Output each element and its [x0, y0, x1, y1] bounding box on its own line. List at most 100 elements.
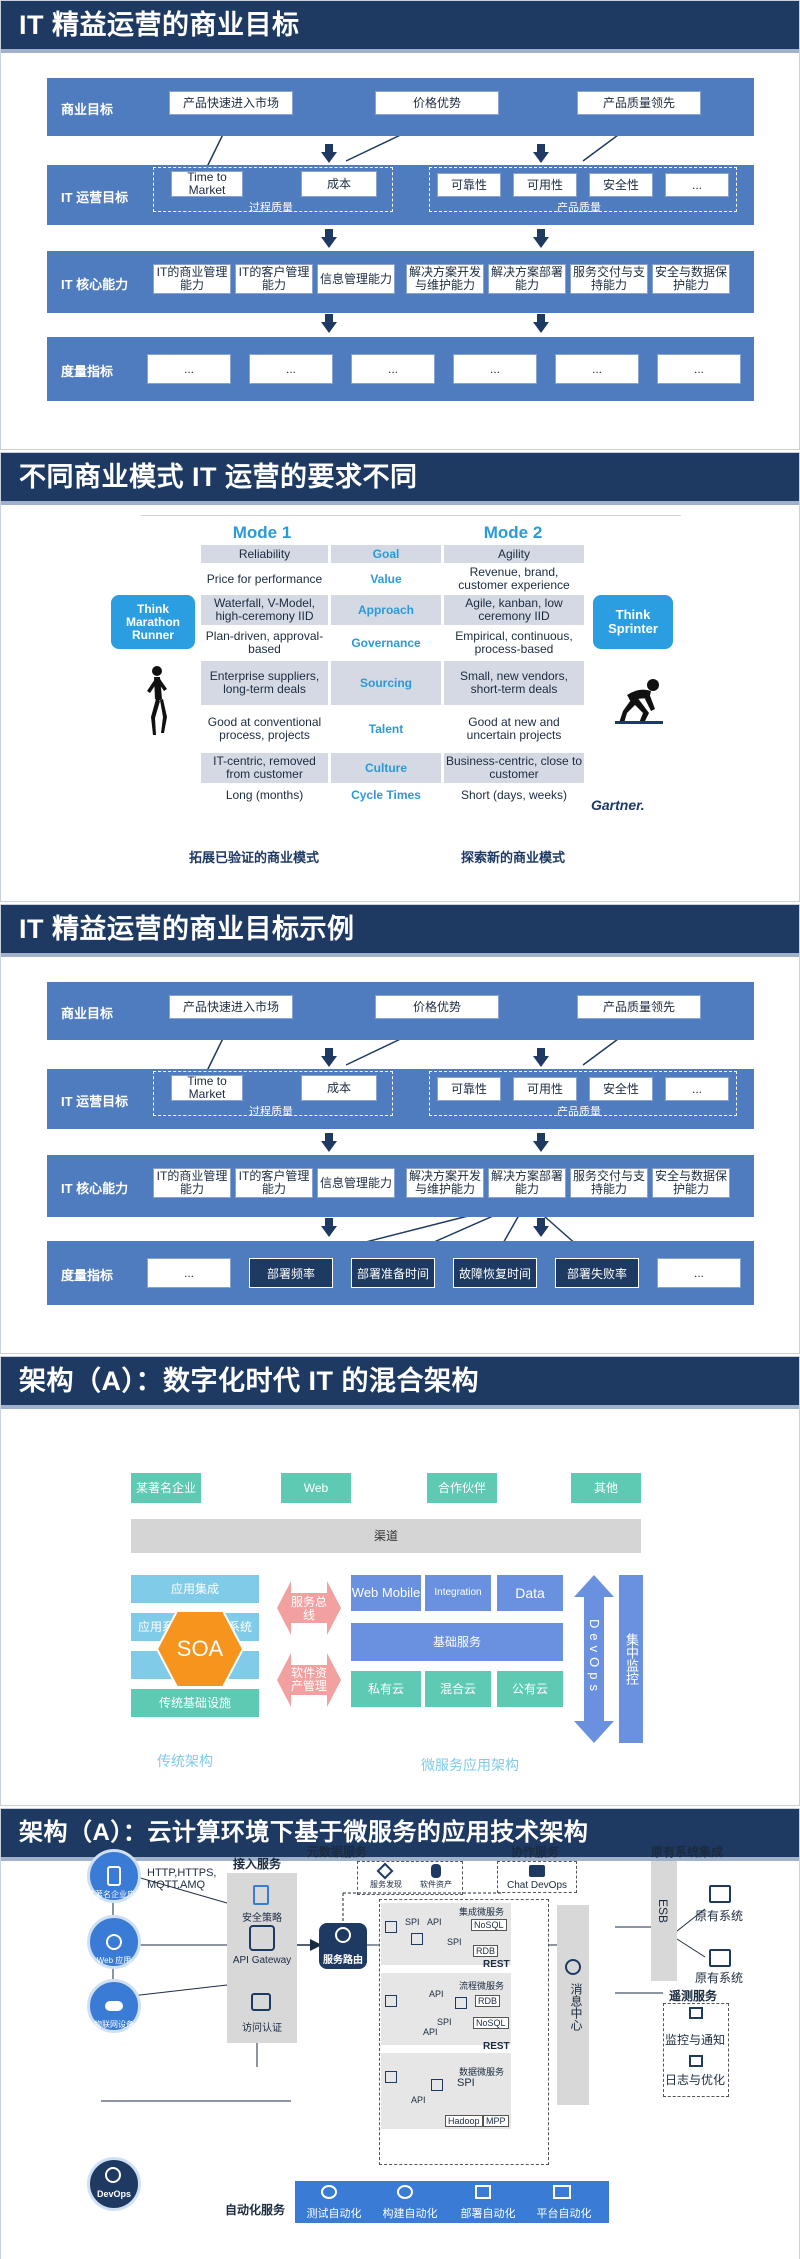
ops-box: Time to Market: [171, 171, 243, 197]
db-tag: NoSQL: [473, 2017, 509, 2029]
caption-right: 探索新的商业模式: [461, 850, 566, 865]
legacy-block: 应用集成: [131, 1575, 259, 1603]
devops-arrow: [574, 1575, 614, 1743]
telemetry-item: 日志与优化: [665, 2073, 726, 2087]
ops-box: 可用性: [513, 173, 577, 197]
software-asset: 软件资产管理: [290, 1666, 327, 1693]
api-label: API: [411, 2095, 426, 2105]
cloud-block: 混合云: [425, 1671, 491, 1707]
rest-label: REST: [483, 1959, 510, 1970]
mode1-cell: Reliability: [238, 546, 291, 561]
client-label: Web 应用: [96, 1956, 132, 1965]
metric-box: 部署失败率: [555, 1258, 639, 1288]
devops-icon: [105, 2167, 121, 2183]
ops-box: ...: [665, 173, 729, 197]
channel-source: 合作伙伴: [427, 1473, 497, 1503]
mode2-header: Mode 2: [483, 523, 543, 542]
policy-icon: [253, 1885, 269, 1905]
goal-box: 价格优势: [375, 995, 499, 1019]
slide-bimodal: 不同商业模式 IT 运营的要求不同 Mode 1 Mode 2 Reliabil…: [0, 452, 800, 902]
db-tag: Hadoop: [445, 2115, 483, 2127]
ops-box: 安全性: [589, 1077, 653, 1101]
goal-box: 价格优势: [375, 91, 499, 115]
capability-box: 信息管理能力: [317, 264, 395, 294]
build-icon: [397, 2185, 413, 2199]
metric-box: ...: [555, 354, 639, 384]
slide-title: IT 精益运营的商业目标: [1, 1, 799, 49]
auto-item: 平台自动化: [536, 2208, 592, 2220]
soa-label: SOA: [176, 1636, 224, 1661]
channel-source: 某著名企业: [131, 1473, 201, 1503]
meta-item: 软件资产: [420, 1880, 452, 1889]
down-arrow: [533, 1218, 549, 1237]
metric-box: 部署频率: [249, 1258, 333, 1288]
capability-box: 解决方案部署能力: [488, 1168, 566, 1198]
capability-box: IT的客户管理能力: [235, 264, 313, 294]
router-icon: [335, 1927, 351, 1943]
capability-box: IT的商业管理能力: [153, 1168, 231, 1198]
ops-box: 成本: [301, 1075, 377, 1101]
runner-icon: [147, 666, 167, 735]
slide-title: 架构（A）：数字化时代 IT 的混合架构: [1, 1357, 799, 1405]
dimension-label: Value: [370, 572, 402, 586]
row-label: 度量指标: [61, 1268, 114, 1283]
chatops-label: Chat DevOps: [506, 1880, 568, 1891]
dimension-label: Talent: [368, 722, 404, 736]
mode2-cell: Agile, kanban, low ceremony IID: [465, 596, 563, 623]
legacy-item: 原有系统: [695, 1971, 744, 1985]
access-item: 安全策略: [242, 1913, 282, 1924]
db-tag: NoSQL: [471, 1919, 507, 1931]
platform-icon: [553, 2185, 571, 2199]
metric-box: ...: [249, 354, 333, 384]
slide-hybrid-architecture: 架构（A）：数字化时代 IT 的混合架构 某著名企业 Web 合作伙伴 其他 渠…: [0, 1356, 800, 1806]
access-item: 访问认证: [242, 2023, 282, 2034]
dimension-label: Culture: [365, 761, 407, 775]
down-arrow: [533, 314, 549, 333]
mode2-cell: Good at new and uncertain projects: [466, 715, 562, 742]
down-arrow: [321, 1218, 337, 1237]
ops-box: 可靠性: [437, 173, 501, 197]
slide-cloud-microservice: 架构（A）：云计算环境下基于微服务的应用技术架构 某著名企业应用 Web 应用 …: [0, 1808, 800, 2259]
row-label: 度量指标: [61, 364, 114, 379]
down-arrow: [321, 1048, 337, 1067]
dimension-label: Goal: [372, 547, 400, 561]
service-area: [379, 1899, 549, 2165]
down-arrow: [533, 1048, 549, 1067]
chat-icon: [529, 1865, 545, 1877]
access-item: API Gateway: [232, 1955, 292, 1966]
ops-box: 安全性: [589, 173, 653, 197]
access-title: 接入服务: [233, 1857, 282, 1871]
deploy-icon: [475, 2185, 491, 2199]
mode2-cell: Empirical, continuous, process-based: [455, 629, 573, 656]
devops-label: DevOps: [587, 1618, 602, 1696]
auto-item: 测试自动化: [306, 2208, 362, 2220]
mobile-icon: [107, 1866, 121, 1886]
mode1-cell: Plan-driven, approval-based: [205, 629, 324, 656]
collab-panel: [497, 1861, 577, 1893]
ops-box: Time to Market: [171, 1075, 243, 1101]
group-label: 产品质量: [557, 202, 601, 214]
client-web-app: [87, 1915, 141, 1969]
goal-box: 产品质量领先: [577, 995, 701, 1019]
slide-business-goals: IT 精益运营的商业目标 商业目标 产品快速进入市场 价格优势 产品质量领先 I…: [0, 0, 800, 450]
metric-box: ...: [453, 354, 537, 384]
cube-icon: [385, 1921, 397, 1933]
mq-label: 消息中心: [569, 1983, 583, 2031]
metric-box: ...: [147, 1258, 231, 1288]
metric-box: 部署准备时间: [351, 1258, 435, 1288]
slide-title: IT 精益运营的商业目标示例: [1, 905, 799, 953]
protocol-label: HTTP,HTTPS, MQTT,AMQ: [147, 1867, 217, 1891]
row-label: 商业目标: [61, 102, 114, 117]
marathon-label: Think Marathon Runner: [126, 601, 180, 642]
row-label: 商业目标: [61, 1006, 114, 1021]
metric-box: ...: [351, 354, 435, 384]
process-quality-group: [153, 167, 393, 212]
auto-item: 构建自动化: [382, 2208, 438, 2220]
ops-box: 可用性: [513, 1077, 577, 1101]
ops-box: 可靠性: [437, 1077, 501, 1101]
cube-icon: [385, 1995, 397, 2007]
telemetry-item: 监控与通知: [665, 2033, 726, 2047]
cloud-icon: [105, 2001, 123, 2011]
capability-box: IT的客户管理能力: [235, 1168, 313, 1198]
group-label: 过程质量: [249, 202, 293, 214]
